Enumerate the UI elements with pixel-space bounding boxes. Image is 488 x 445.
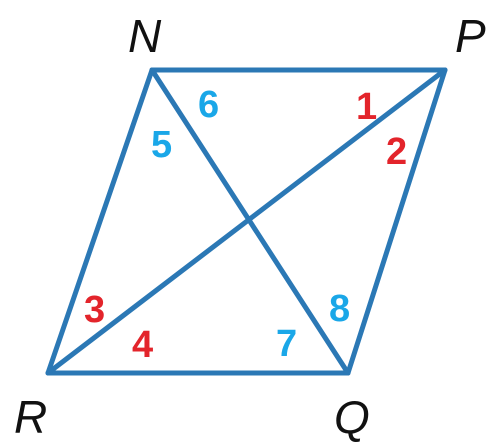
- side-pq: [345, 67, 448, 376]
- diagonal-rp: [45, 67, 448, 376]
- angle-label-3: 3: [84, 289, 105, 331]
- vertex-label-n: N: [128, 10, 162, 62]
- angle-label-2: 2: [386, 131, 407, 173]
- vertex-label-r: R: [14, 391, 47, 443]
- side-rn: [45, 67, 155, 376]
- vertex-label-p: P: [455, 10, 486, 62]
- vertex-label-q: Q: [334, 391, 370, 443]
- angle-label-7: 7: [276, 323, 297, 365]
- angle-label-5: 5: [151, 124, 172, 166]
- angle-label-4: 4: [132, 324, 153, 366]
- angle-label-6: 6: [198, 84, 219, 126]
- angle-label-1: 1: [356, 86, 377, 128]
- angle-label-8: 8: [329, 288, 350, 330]
